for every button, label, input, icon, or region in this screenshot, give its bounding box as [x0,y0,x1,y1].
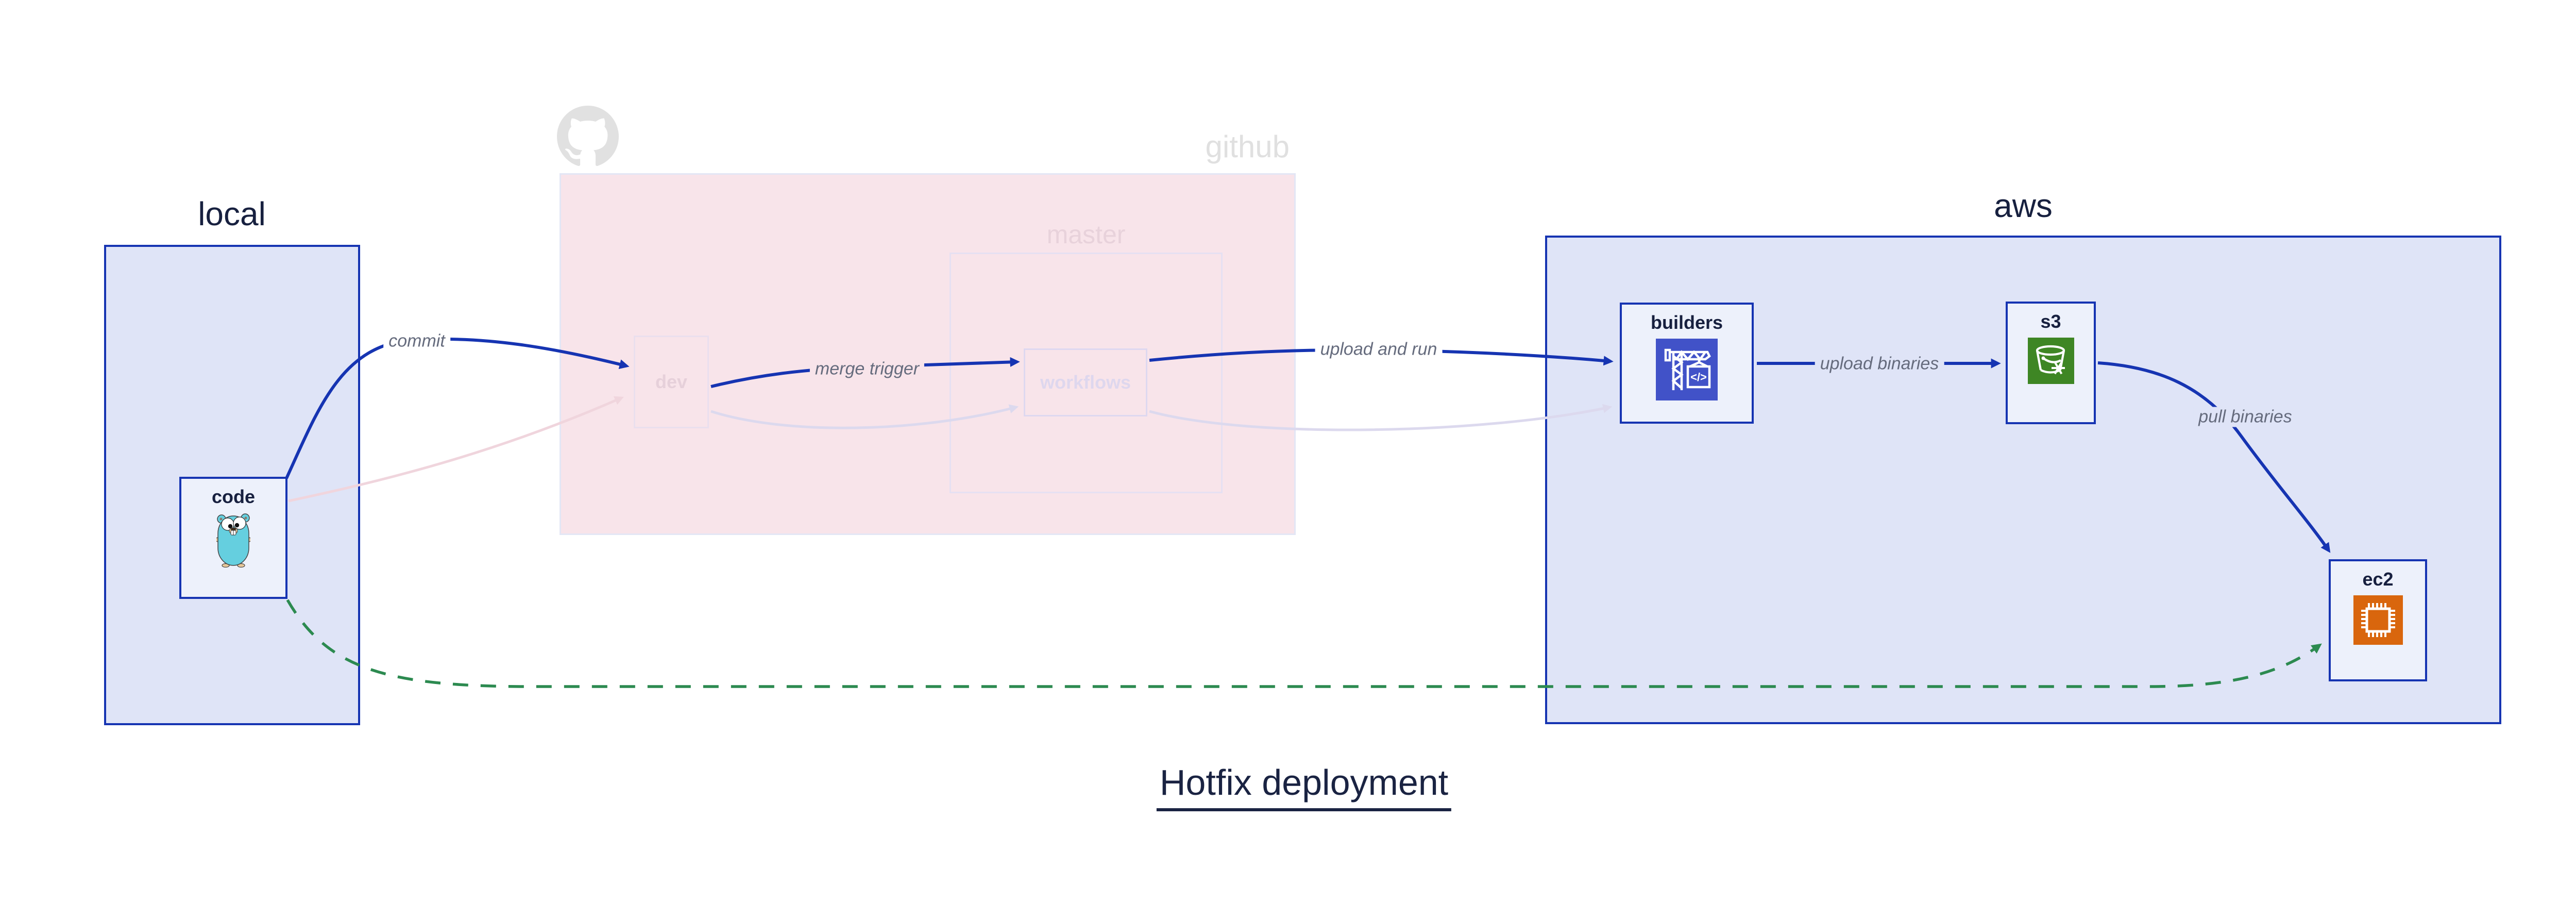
edge-label-pull-binaries: pull binaries [2193,407,2297,427]
s3-glacier-bucket-icon [2027,338,2074,384]
builders-node: builders </> [1620,303,1754,424]
edge-label-upload-binaries: upload binaries [1815,354,1944,374]
ec2-chip-icon [2353,595,2403,645]
go-gopher-icon [216,513,250,567]
workflows-node-label: workflows [1040,372,1131,393]
edge-label-commit: commit [383,331,450,352]
s3-node-label: s3 [2040,311,2061,332]
ec2-node: ec2 [2329,559,2427,681]
aws-region-label: aws [1994,187,2053,224]
s3-node: s3 [2006,302,2096,424]
ec2-node-label: ec2 [2362,569,2394,590]
github-region-label: github [1205,129,1290,164]
code-glyph: </> [1690,371,1707,383]
diagram-title: Hotfix deployment [1156,762,1452,811]
edge-label-upload-and-run: upload and run [1315,339,1443,360]
codebuild-crane-icon: </> [1656,339,1718,400]
master-branch-label: master [1046,220,1126,249]
builders-node-label: builders [1650,312,1723,333]
github-octocat-icon [557,106,619,166]
workflows-node: workflows [1024,348,1147,416]
dev-node-label: dev [655,371,688,392]
code-node: code [179,477,287,599]
edge-label-merge-trigger: merge trigger [809,359,925,379]
local-region-label: local [198,195,266,232]
dev-node: dev [634,336,709,428]
code-node-label: code [211,486,256,507]
